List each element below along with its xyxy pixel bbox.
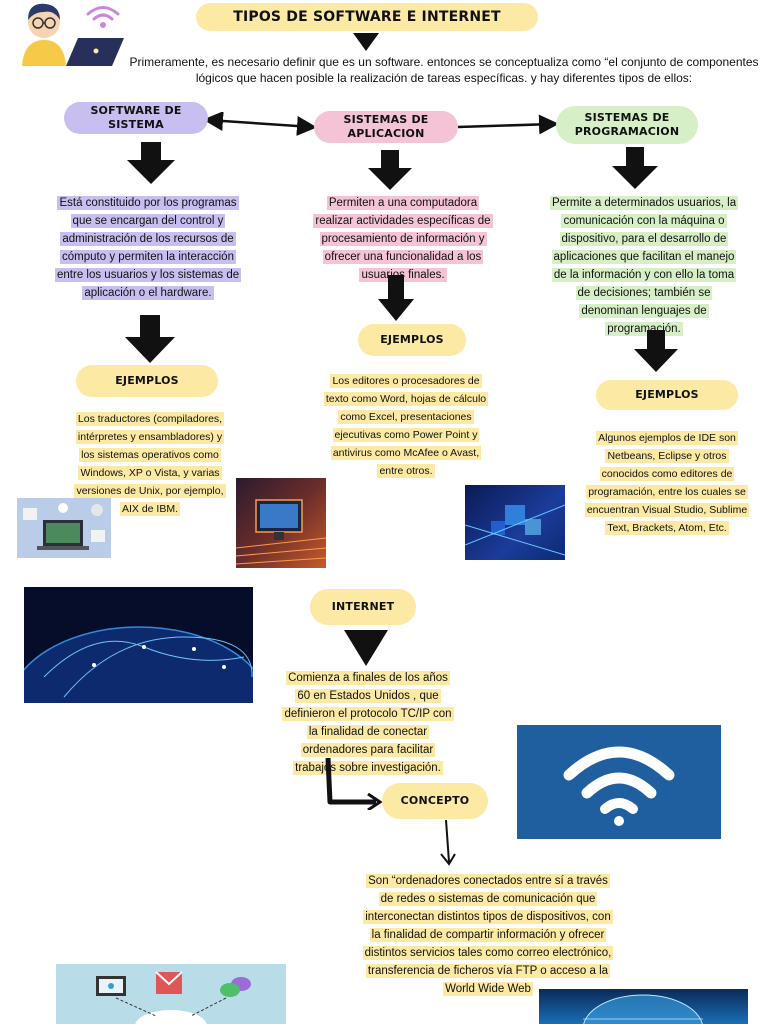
page-title-text: TIPOS DE SOFTWARE E INTERNET [233,8,501,25]
software-de-sistema-description: Está constituido por los programas que s… [55,193,242,301]
down-arrow-icon [125,315,175,363]
network-devices-illustration [56,964,286,1024]
concepto-label-text: CONCEPTO [400,793,470,807]
elbow-arrow [325,757,383,810]
down-arrow-icon [127,142,175,184]
internet-concept: Son “ordenadores conectados entre sí a t… [362,871,614,997]
examples-label-text: EJEMPLOS [115,373,179,387]
sistemas-de-programacion-examples-text: Algunos ejemplos de IDE son Netbeans, Ec… [584,431,750,535]
sistemas-de-aplicacion-description-text: Permiten a una computadora realizar acti… [313,196,493,282]
examples-label-text: EJEMPLOS [635,387,699,401]
sistemas-de-aplicacion-examples: Los editores o procesadores de texto com… [322,371,490,479]
sistemas-de-aplicacion-examples-label: EJEMPLOS [358,324,466,356]
person-with-laptop-icon [14,0,124,70]
down-arrow-icon [612,147,658,189]
internet-history: Comienza a finales de los años 60 en Est… [282,668,454,776]
computer-dashboard-illustration [17,498,111,558]
software-de-sistema-title: SOFTWARE DE SISTEMA [64,102,208,134]
wifi-small-icon [86,4,120,30]
internet-concept-text: Son “ordenadores conectados entre sí a t… [362,874,614,996]
computer-orange-lines-illustration [236,478,326,568]
sistemas-de-programacion-description-text: Permite a determinados usuarios, la comu… [550,196,739,336]
sistemas-de-programacion-examples: Algunos ejemplos de IDE son Netbeans, Ec… [584,428,750,536]
software-de-sistema-title-text: SOFTWARE DE SISTEMA [90,103,182,131]
software-de-sistema-examples: Los traductores (compiladores, intérpret… [70,409,230,517]
down-arrow-icon [378,275,414,321]
software-de-sistema-description-text: Está constituido por los programas que s… [55,196,242,300]
sistemas-de-aplicacion-description: Permiten a una computadora realizar acti… [312,193,494,283]
sistemas-de-programacion-title: SISTEMAS DE PROGRAMACION [556,106,698,144]
sistemas-de-programacion-description: Permite a determinados usuarios, la comu… [550,193,739,337]
sistemas-de-aplicacion-title-text: SISTEMAS DE APLICACION [343,112,429,140]
down-arrow-icon [344,630,388,666]
down-arrow-icon [368,150,412,190]
sistemas-de-programacion-title-text: SISTEMAS DE PROGRAMACION [574,110,680,138]
intro-text: Primeramente, es necesario definir que e… [129,55,759,85]
internet-title-text: INTERNET [331,599,395,613]
internet-title: INTERNET [310,589,416,625]
globe-network-illustration [539,989,748,1024]
sistemas-de-programacion-examples-label: EJEMPLOS [596,380,738,410]
examples-label-text: EJEMPLOS [380,332,444,346]
title-down-arrow [353,33,379,51]
software-de-sistema-examples-label: EJEMPLOS [76,365,218,397]
connector-arrows [203,112,559,136]
sistemas-de-aplicacion-title: SISTEMAS DE APLICACION [314,111,458,143]
sistemas-de-aplicacion-examples-text: Los editores o procesadores de texto com… [323,374,489,478]
down-arrow-icon [634,330,678,372]
down-arrow-icon [440,819,456,866]
technology-cubes-illustration [465,485,565,560]
concepto-label: CONCEPTO [382,783,488,819]
page-title: TIPOS DE SOFTWARE E INTERNET [196,3,538,31]
earth-network-illustration [24,587,253,703]
wifi-icon [563,746,675,826]
wifi-panel [517,725,721,839]
